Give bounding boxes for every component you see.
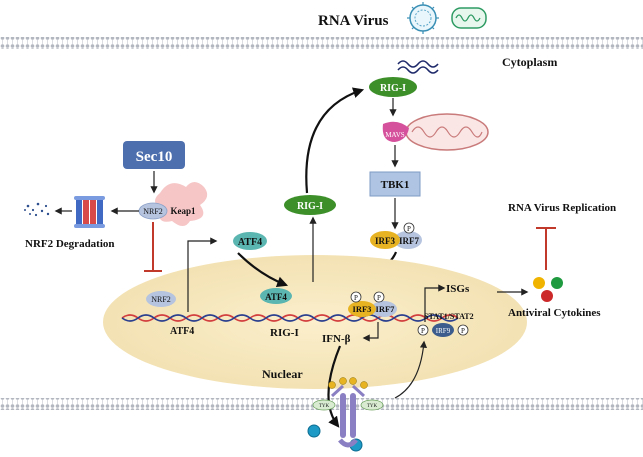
nuclear-label: Nuclear [262,367,303,381]
irf3-irf7-nuclear: IRF3 IRF7 [348,301,397,317]
svg-text:IRF3: IRF3 [375,236,395,246]
jak-kinase: TYK [360,399,384,411]
atf4-gene-label: ATF4 [170,326,194,337]
nrf2-degradation-label: NRF2 Degradation [25,238,115,250]
arrow-to-isgs [424,284,446,322]
svg-text:P: P [461,327,465,335]
svg-text:IRF7: IRF7 [399,236,419,246]
svg-text:IRF9: IRF9 [436,327,451,335]
inhibition-keap1-nrf2 [144,222,162,272]
sec10-box: Sec10 [123,141,185,169]
svg-text:NRF2: NRF2 [151,295,171,304]
isgs-label: ISGs [446,283,470,295]
svg-text:TBK1: TBK1 [381,179,410,191]
phosphate-stat2: P [457,324,469,336]
atf4-protein-cytoplasm: ATF4 [233,232,267,250]
svg-text:IRF7: IRF7 [376,304,396,314]
svg-text:ATF4: ATF4 [265,292,287,302]
rna-virus-filamentous-icon [451,7,487,29]
svg-text:P: P [377,294,381,302]
rna-virus-spherical-icon [407,2,439,34]
arrow-receptor-to-stat [394,340,428,399]
svg-text:Keap1: Keap1 [170,206,196,216]
cell-membrane-top [0,37,643,49]
svg-text:P: P [407,225,411,233]
svg-text:TYK: TYK [367,404,378,409]
ifn-beta-label: IFN-β [322,333,351,345]
arrow-rig-i-to-receptor [305,87,365,194]
rna-virus-label: RNA Virus [318,13,389,29]
svg-text:TYK: TYK [319,404,330,409]
rna-virus-replication-label: RNA Virus Replication [508,202,616,214]
arrow-ifn-beta-secretion [327,345,342,428]
phosphate-irf7-cyto: P [403,222,415,234]
nrf2-nuclear: NRF2 [146,291,176,307]
svg-text:MAVS: MAVS [385,131,404,139]
phosphate-irf7: P [373,291,385,303]
irf9-complex: IRF9 [432,323,454,337]
rig-i-protein-cytoplasm: RIG-I [284,195,336,215]
stat1-stat2-label: STAT1/STAT2 [424,312,474,321]
viral-rna-strand [397,60,439,74]
svg-text:P: P [421,327,425,335]
phosphate-irf3: P [350,291,362,303]
svg-text:IRF3: IRF3 [353,304,372,314]
phosphate-stat1: P [417,324,429,336]
keap1-nrf2-complex: NRF2 Keap1 [138,182,208,226]
arrow-atf4-gene-to-protein [187,237,218,312]
svg-text:P: P [354,294,358,302]
proteasome-icon [74,196,105,228]
rig-i-gene-label: RIG-I [270,327,299,339]
inhibition-replication [536,227,556,270]
nucleus [103,255,527,389]
tbk1-box: TBK1 [369,171,421,197]
irf3-irf7-complex: IRF3 IRF7 [370,231,422,249]
mitochondrion-icon [405,113,489,151]
cytokine-dots [533,277,563,302]
cytoplasm-label: Cytoplasm [502,55,557,69]
svg-text:ATF4: ATF4 [238,237,262,248]
svg-text:Sec10: Sec10 [136,149,173,165]
svg-text:NRF2: NRF2 [143,207,163,216]
mavs-protein: MAVS [382,121,409,142]
antiviral-cytokines-label: Antiviral Cytokines [508,307,601,319]
arrow-to-ifn-beta [362,322,379,342]
tyk-kinase: TYK [312,399,336,411]
atf4-nuclear: ATF4 [260,288,292,304]
degraded-peptides-icon [24,202,50,217]
ifn-receptor [328,377,368,448]
svg-text:RIG-I: RIG-I [297,201,323,212]
svg-text:RIG-I: RIG-I [380,83,406,94]
dna-helix [121,314,459,322]
rig-i-receptor: RIG-I [369,77,417,97]
arrow-atf4-to-nucleus [237,252,289,287]
